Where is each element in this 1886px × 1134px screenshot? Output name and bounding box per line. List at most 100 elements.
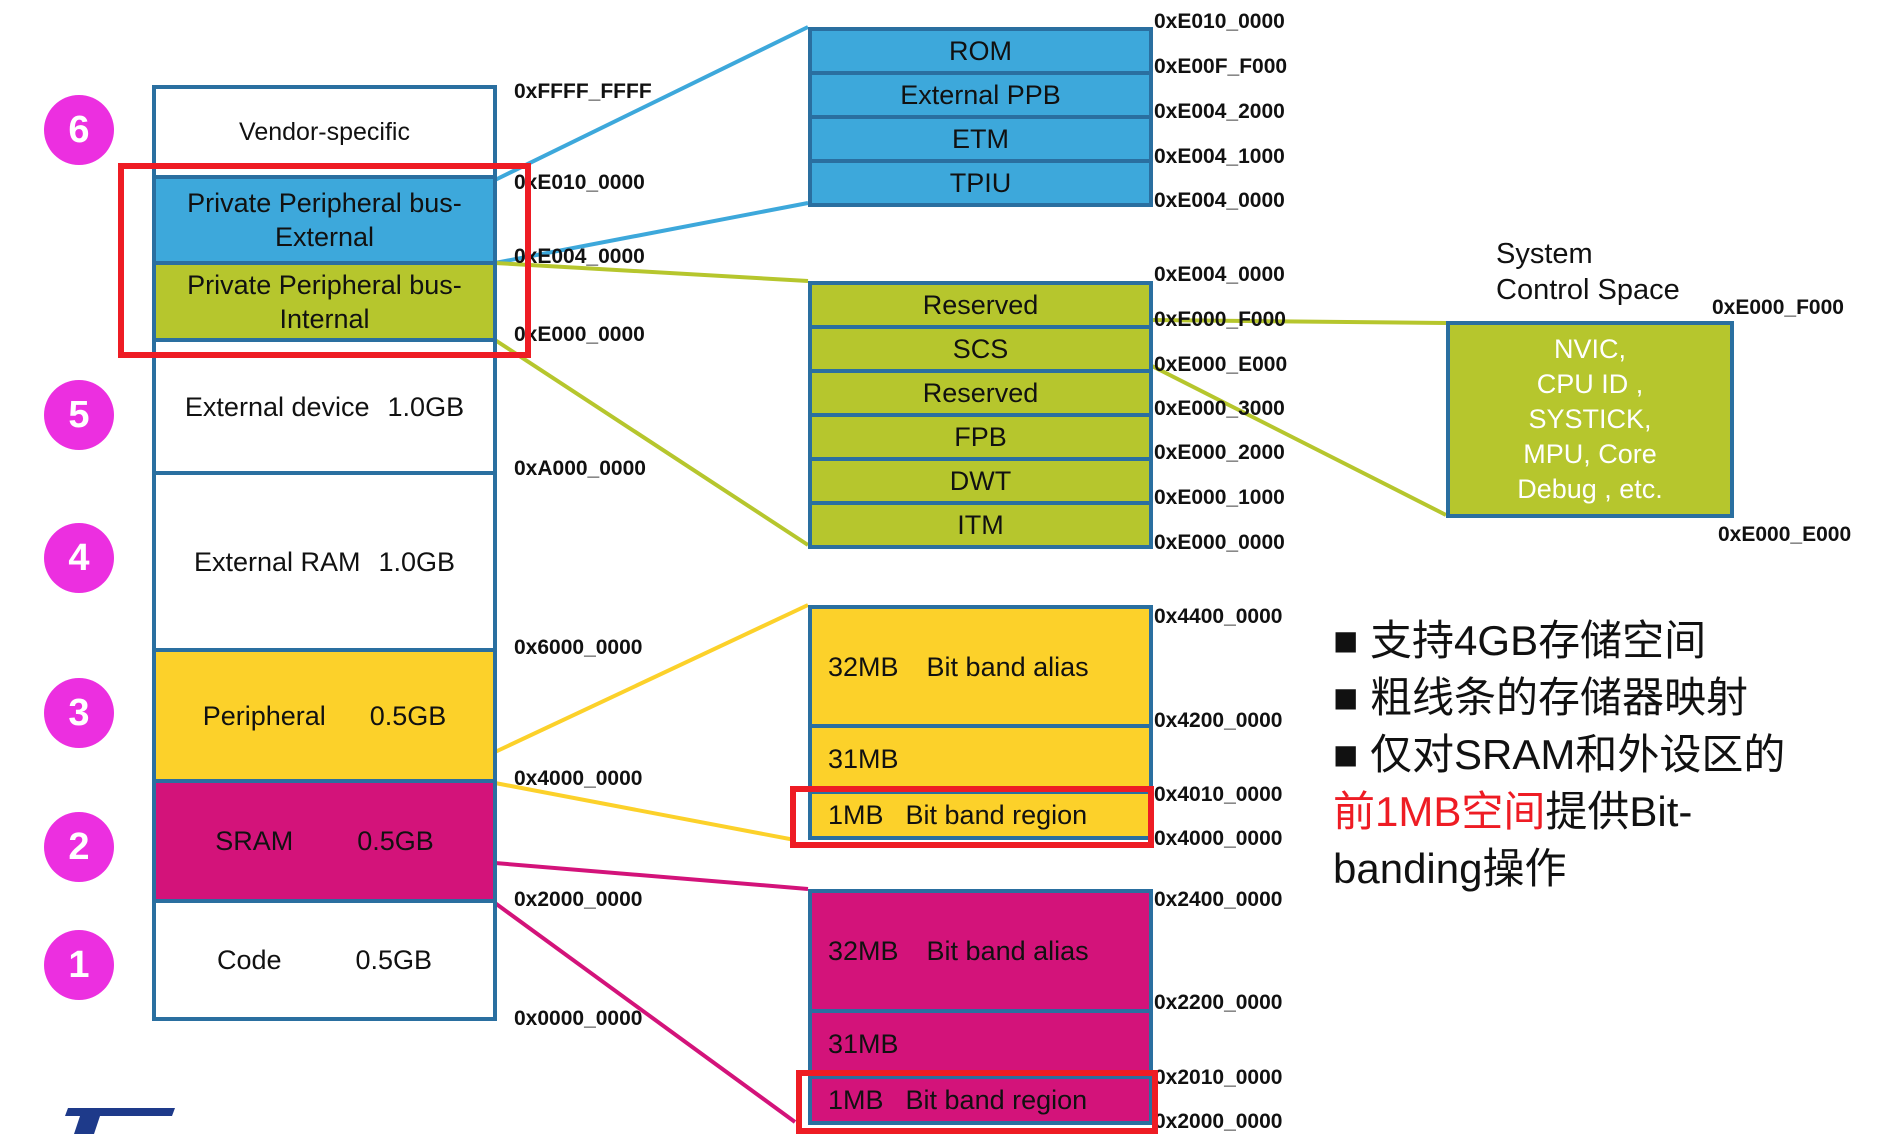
address-label: 0x2000_0000 [1154, 1110, 1283, 1133]
region-label: Vendor-specific [239, 118, 410, 146]
scs-box: NVIC, CPU ID , SYSTICK, MPU, Core Debug … [1446, 321, 1734, 518]
region-code: Code 0.5GB [152, 899, 497, 1021]
address-label: 0xE010_0000 [514, 171, 645, 194]
sram-bitband-alias: 32MB Bit band alias [808, 889, 1153, 1013]
address-label: 0xE000_E000 [1154, 353, 1288, 376]
region-name: External RAM [193, 546, 361, 577]
address-label: 0xE000_0000 [1154, 531, 1285, 554]
region-ppb-external: Private Peripheral bus- External [152, 175, 497, 265]
sram-bitband-middle: 31MB [808, 1009, 1153, 1079]
region-number-badge: 1 [44, 930, 114, 1000]
address-label: 0xE000_2000 [1154, 441, 1285, 464]
address-label: 0x6000_0000 [514, 636, 643, 659]
region-number-badge: 4 [44, 523, 114, 593]
ppb-internal-item-scs: SCS [808, 325, 1153, 373]
bitband-size: 31MB [828, 744, 899, 774]
address-label: 0x2000_0000 [514, 888, 643, 911]
region-ppb-internal: Private Peripheral bus- Internal [152, 261, 497, 342]
address-label: 0xE004_1000 [1154, 145, 1285, 168]
note-line: ■ 仅对SRAM和外设区的 [1333, 731, 1786, 778]
bitband-label: Bit band alias [926, 936, 1089, 966]
note-line: banding操作 [1333, 845, 1567, 892]
scs-title: System Control Space [1496, 238, 1680, 306]
address-label: 0x0000_0000 [514, 1007, 643, 1030]
address-label: 0xE000_E000 [1718, 523, 1852, 546]
address-label: 0x2400_0000 [1154, 888, 1283, 911]
ppb-external-item-tpiu: TPIU [808, 159, 1153, 207]
ppb-internal-item-reserved: Reserved [808, 281, 1153, 329]
bitband-label: Bit band region [905, 800, 1088, 830]
peripheral-bitband-region: 1MB Bit band region [808, 790, 1153, 840]
address-label: 0x4000_0000 [514, 767, 643, 790]
region-number-badge: 6 [44, 95, 114, 165]
region-name: Code [216, 945, 282, 975]
region-number-badge: 2 [44, 812, 114, 882]
note-line: ■ 支持4GB存储空间 [1333, 617, 1707, 664]
address-label: 0xE010_0000 [1154, 10, 1285, 33]
address-label: 0xE000_0000 [514, 323, 645, 346]
region-size: 1.0GB [378, 546, 456, 577]
note-text: 提供Bit- [1545, 788, 1693, 835]
region-external-device: External device 1.0GB [152, 338, 497, 475]
bitband-label: Bit band region [905, 1085, 1088, 1115]
ppb-internal-item-label: Reserved [922, 290, 1039, 320]
ppb-internal-item-label: DWT [949, 466, 1012, 496]
ppb-internal-item-fpb: FPB [808, 413, 1153, 461]
ppb-external-item-label: ETM [952, 124, 1009, 154]
address-label: 0xE004_2000 [1154, 100, 1285, 123]
ppb-external-item-label: ROM [949, 36, 1012, 66]
region-number-badge: 5 [44, 380, 114, 450]
ppb-internal-item-label: Reserved [922, 378, 1039, 408]
region-sram: SRAM 0.5GB [152, 779, 497, 903]
address-label: 0x4400_0000 [1154, 605, 1283, 628]
address-label: 0x4200_0000 [1154, 709, 1283, 732]
region-external-ram: External RAM 1.0GB [152, 471, 497, 652]
address-label: 0xE000_3000 [1154, 397, 1285, 420]
region-size: 0.5GB [357, 826, 434, 856]
address-label: 0xE000_1000 [1154, 486, 1285, 509]
region-size: 1.0GB [387, 391, 465, 422]
region-name: Peripheral [202, 700, 326, 731]
address-label: 0xE004_0000 [1154, 189, 1285, 212]
notes-list: ■ 支持4GB存储空间 ■ 粗线条的存储器映射 ■ 仅对SRAM和外设区的 前1… [1333, 612, 1873, 897]
note-line: ■ 粗线条的存储器映射 [1333, 674, 1749, 721]
peripheral-bitband-middle: 31MB [808, 724, 1153, 794]
ppb-external-item-etm: ETM [808, 115, 1153, 163]
ppb-internal-item-reserved: Reserved [808, 369, 1153, 417]
bitband-size: 32MB [828, 651, 899, 682]
address-label: 0x4010_0000 [1154, 783, 1283, 806]
region-peripheral: Peripheral 0.5GB [152, 648, 497, 783]
region-name: SRAM [215, 826, 294, 856]
ppb-internal-item-itm: ITM [808, 501, 1153, 549]
region-size: 0.5GB [355, 945, 433, 975]
ppb-external-item-label: TPIU [949, 168, 1012, 198]
bitband-label: Bit band alias [926, 651, 1089, 682]
ppb-internal-item-dwt: DWT [808, 457, 1153, 505]
address-label: 0x2010_0000 [1154, 1066, 1283, 1089]
bitband-size: 31MB [828, 1029, 899, 1059]
peripheral-bitband-alias: 32MB Bit band alias [808, 605, 1153, 728]
address-label: 0xA000_0000 [514, 457, 646, 480]
ppb-external-item-rom: ROM [808, 27, 1153, 75]
note-highlight: 前1MB空间 [1333, 788, 1546, 835]
address-label: 0xFFFF_FFFF [514, 80, 652, 103]
address-label: 0xE000_F000 [1712, 296, 1844, 319]
region-number-badge: 3 [44, 678, 114, 748]
scs-content: NVIC, CPU ID , SYSTICK, MPU, Core Debug … [1517, 334, 1663, 504]
bitband-size: 32MB [828, 936, 899, 966]
region-size: 0.5GB [369, 700, 447, 731]
ppb-internal-item-label: FPB [954, 422, 1007, 452]
bitband-size: 1MB [828, 1085, 884, 1115]
ppb-external-item-external-ppb: External PPB [808, 71, 1153, 119]
region-label: Private Peripheral bus- External [187, 188, 462, 252]
address-label: 0xE004_0000 [1154, 263, 1285, 286]
bitband-size: 1MB [828, 800, 884, 830]
ppb-external-item-label: External PPB [900, 80, 1061, 110]
sram-bitband-region: 1MB Bit band region [808, 1075, 1153, 1125]
sram-bitband-region-highlight [796, 1070, 1158, 1134]
region-name: External device [184, 391, 370, 422]
address-label: 0xE00F_F000 [1154, 55, 1288, 78]
address-label: 0x2200_0000 [1154, 991, 1283, 1014]
